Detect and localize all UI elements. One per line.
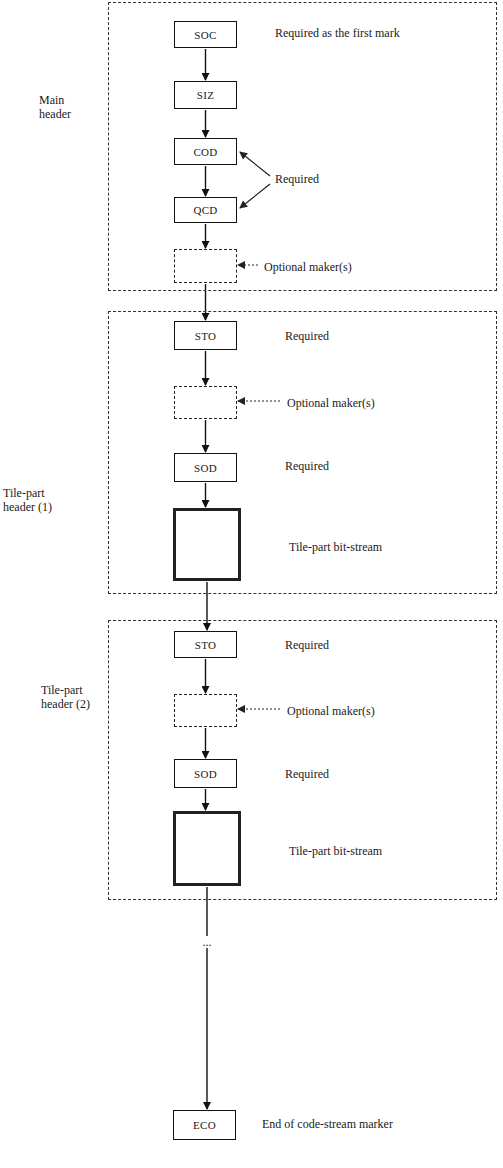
- marker-name: STO: [195, 330, 216, 342]
- box-label: Optional maker(s): [287, 396, 487, 410]
- marker-box: STO: [174, 631, 237, 658]
- annotation: Required: [285, 329, 329, 343]
- bitstream-box: Tile-part bit-stream: [173, 811, 241, 886]
- flow-arrow: [205, 789, 206, 810]
- box-label: Optional maker(s): [287, 704, 487, 718]
- marker-name: ECO: [193, 1119, 216, 1131]
- annotation: Required: [285, 459, 329, 473]
- box-label: Optional maker(s): [264, 260, 464, 274]
- optional-marker-box: Optional maker(s): [174, 694, 237, 727]
- marker-name: SIZ: [197, 89, 214, 101]
- flow-arrow: [206, 887, 207, 1109]
- flow-arrow: [205, 110, 206, 137]
- flow-arrow: [206, 582, 207, 630]
- annotation: Required: [275, 172, 319, 186]
- marker-box: SOD: [174, 759, 237, 788]
- flow-arrow: [205, 166, 206, 196]
- leader-line: [238, 401, 280, 402]
- flow-arrow: [205, 284, 206, 320]
- header-group: Tile-part header (2)STOOptional maker(s)…: [108, 620, 497, 900]
- marker-box: SOD: [174, 453, 237, 482]
- marker-box: COD: [174, 138, 237, 165]
- annotation: Required: [285, 767, 329, 781]
- flow-arrow: [205, 351, 206, 385]
- flow-arrow: [205, 49, 206, 80]
- optional-marker-box: Optional maker(s): [174, 386, 237, 419]
- marker-name: SOD: [194, 768, 217, 780]
- flow-arrow: [205, 483, 206, 507]
- group-label: Tile-part header (2): [41, 683, 97, 711]
- leader-line: [238, 709, 280, 710]
- flow-arrow: [205, 659, 206, 693]
- box-label: Tile-part bit-stream: [289, 540, 489, 554]
- header-group: Main headerSOCSIZCODQCDOptional maker(s): [108, 2, 497, 291]
- flow-arrow: [205, 224, 206, 248]
- marker-box: STO: [174, 321, 237, 350]
- marker-box: QCD: [174, 197, 237, 223]
- optional-marker-box: Optional maker(s): [174, 249, 237, 283]
- box-label: Tile-part bit-stream: [289, 844, 489, 858]
- flow-arrow: [205, 420, 206, 452]
- edge-label: ...: [201, 936, 214, 948]
- leader-line: [240, 152, 270, 176]
- annotation: Required: [285, 638, 329, 652]
- group-label: Tile-part header (1): [3, 486, 73, 514]
- leader-line: [240, 184, 270, 208]
- marker-box: SOC: [174, 21, 237, 48]
- annotation: Required as the first mark: [275, 26, 400, 40]
- marker-name: COD: [193, 146, 217, 158]
- header-group: Tile-part header (1)STOOptional maker(s)…: [108, 311, 497, 594]
- marker-name: SOC: [194, 29, 216, 41]
- marker-name: SOD: [194, 462, 217, 474]
- flow-arrow: [205, 728, 206, 758]
- marker-box: ECO: [173, 1110, 236, 1140]
- marker-name: STO: [195, 639, 216, 651]
- group-label: Main header: [39, 93, 89, 121]
- leader-line: [238, 265, 258, 266]
- marker-name: QCD: [193, 204, 217, 216]
- bitstream-box: Tile-part bit-stream: [173, 508, 241, 581]
- marker-box: SIZ: [174, 81, 237, 109]
- annotation: End of code-stream marker: [262, 1117, 393, 1131]
